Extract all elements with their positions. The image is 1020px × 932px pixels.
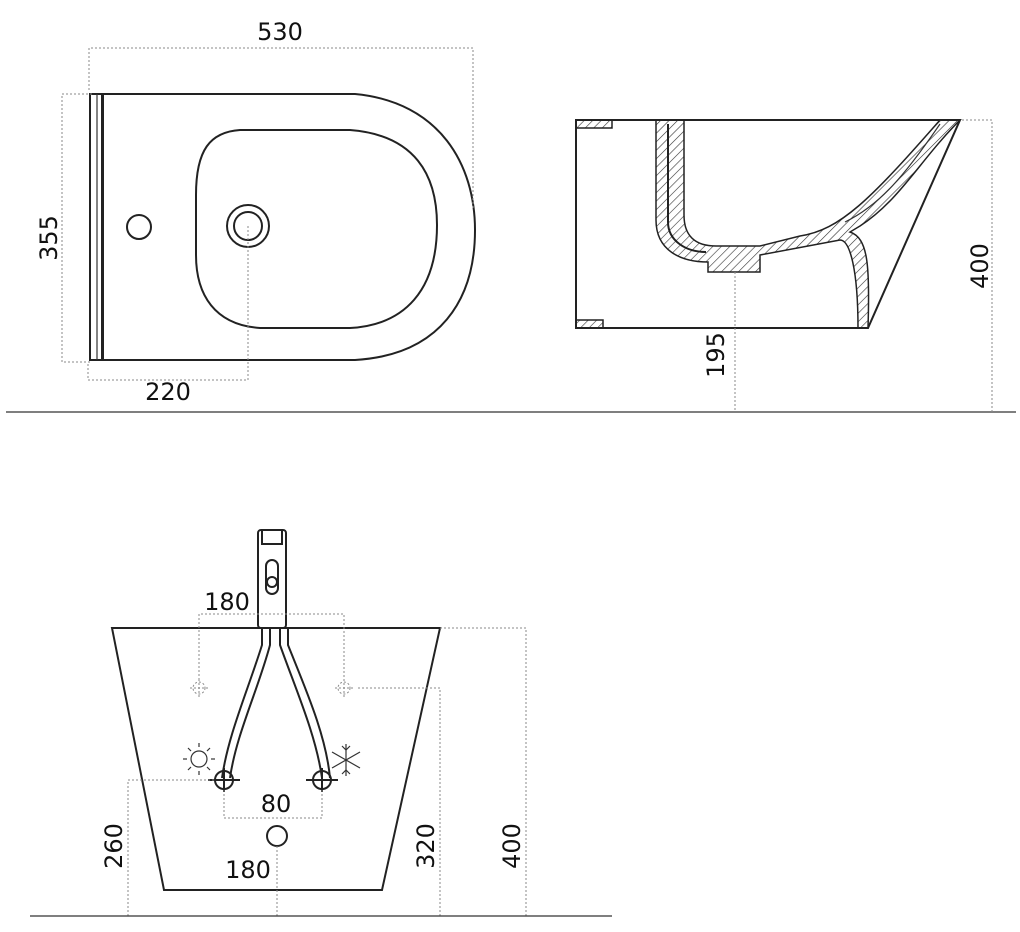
valve-spacing-dimension: 80 bbox=[261, 790, 292, 818]
fixing-hole-left bbox=[190, 679, 208, 697]
drain-dimension: 180 bbox=[225, 856, 271, 884]
side-view: 400 195 bbox=[575, 119, 994, 412]
depth-dimension: 355 bbox=[35, 215, 63, 261]
top-outline bbox=[101, 93, 477, 361]
drain-offset-dimension: 220 bbox=[145, 378, 191, 406]
tap-lever bbox=[265, 559, 279, 595]
fixing-hole-right bbox=[335, 679, 353, 697]
width-dimension: 530 bbox=[257, 18, 303, 46]
tap-hole bbox=[126, 214, 152, 240]
tap-height-dimension: 320 bbox=[412, 823, 440, 869]
bowl-wall bbox=[655, 119, 962, 329]
drain-height-dimension: 195 bbox=[702, 332, 730, 378]
side-height-dimension: 400 bbox=[966, 243, 994, 289]
front-height-dimension: 400 bbox=[498, 823, 526, 869]
tap-spacing-dimension: 180 bbox=[204, 588, 250, 616]
top-view: 530 355 220 bbox=[35, 18, 477, 406]
inner-basin bbox=[195, 129, 439, 329]
cold-water-snowflake-icon bbox=[331, 744, 361, 776]
hot-water-sun-icon bbox=[183, 743, 215, 775]
front-view: 180 80 180 260 320 400 bbox=[100, 529, 527, 916]
valve-height-dimension: 260 bbox=[100, 823, 128, 869]
side-outline bbox=[575, 119, 962, 329]
front-outline bbox=[110, 627, 442, 891]
front-drain bbox=[266, 825, 288, 847]
